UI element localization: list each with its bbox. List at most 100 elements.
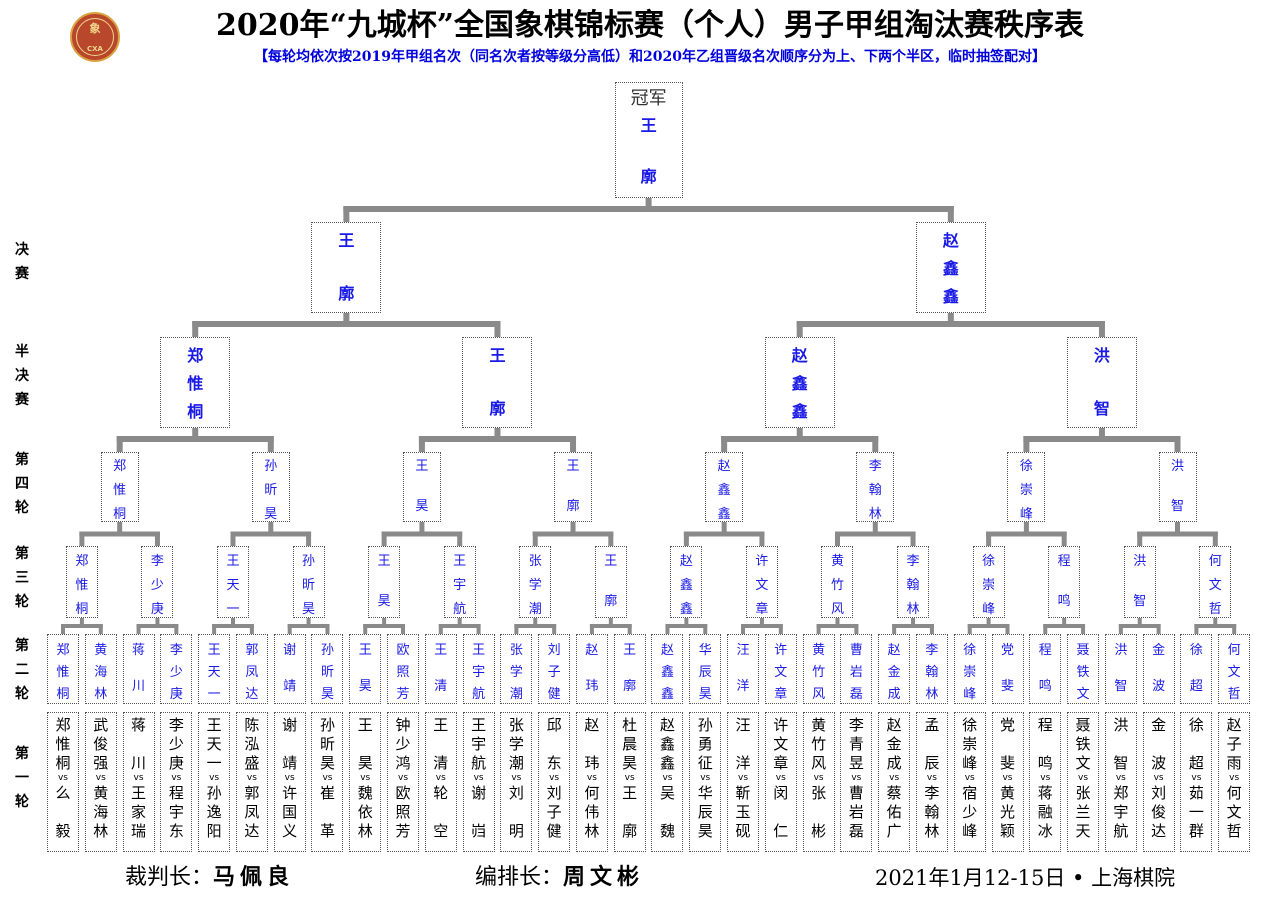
- name-char: 赵: [660, 643, 674, 658]
- round3-player: 李翰林: [897, 546, 930, 618]
- name-char: 李: [150, 554, 164, 569]
- round3-player: 王廓: [594, 546, 627, 618]
- player-name: 茹一群: [1181, 784, 1211, 841]
- name-char: 广: [886, 822, 902, 840]
- name-char: 郭: [245, 643, 259, 658]
- round2-player: 王天一: [198, 634, 231, 704]
- player-name: 赵鑫鑫: [917, 227, 985, 311]
- name-char: 昊: [622, 754, 638, 772]
- player-name: 蒋川: [124, 640, 154, 698]
- name-char: 李: [906, 554, 920, 569]
- name-char: 家: [131, 803, 147, 821]
- player-name: 何文哲: [1200, 550, 1230, 617]
- referee-name: 马佩良: [213, 864, 295, 890]
- player-name: 徐崇峰: [955, 716, 985, 773]
- player-name: 赵鑫鑫: [706, 455, 742, 521]
- player-name: 谢岿: [464, 784, 494, 841]
- vs-label: vs: [926, 773, 937, 783]
- round4-player: 洪智: [1158, 452, 1197, 522]
- round3-player: 孙昕昊: [292, 546, 325, 618]
- name-char: 宇: [168, 803, 184, 821]
- name-char: 王: [377, 554, 391, 569]
- name-char: 何: [1227, 643, 1241, 658]
- player-name: 程鸣: [1030, 716, 1060, 773]
- name-char: 昊: [358, 679, 372, 694]
- player-name: 陈泓盛: [237, 716, 267, 773]
- name-char: 孟: [924, 716, 940, 734]
- name-char: 廓: [566, 499, 580, 514]
- player-name: 张学潮: [520, 550, 550, 617]
- name-char: 玉: [735, 803, 751, 821]
- player-name: 王昊: [404, 455, 440, 519]
- player-name: 王清: [426, 716, 456, 773]
- player-name: 洪智: [1106, 716, 1136, 773]
- name-char: 逸: [206, 803, 222, 821]
- name-char: 李: [848, 716, 864, 734]
- name-char: 文: [755, 578, 769, 593]
- cxa-logo: 象 CXA: [70, 12, 120, 62]
- round-label-char: 四: [15, 476, 29, 492]
- name-char: 照: [395, 803, 411, 821]
- name-char: 杜: [622, 716, 638, 734]
- name-char: 峰: [962, 754, 978, 772]
- name-char: 鸣: [1037, 754, 1053, 772]
- name-char: 赵: [584, 716, 600, 734]
- round-label-char: 决: [15, 242, 29, 258]
- player-name: 王廓: [555, 455, 591, 519]
- name-char: 王: [471, 716, 487, 734]
- player-name: 谢靖: [275, 716, 305, 773]
- player-name: 党斐: [993, 640, 1023, 698]
- vs-label: vs: [662, 773, 673, 783]
- name-char: 昕: [319, 735, 335, 753]
- name-char: 林: [925, 687, 939, 702]
- player-name: 许国义: [275, 784, 305, 841]
- player-name: 王天一: [199, 716, 229, 773]
- name-char: 邱: [546, 716, 562, 734]
- name-char: 张: [1075, 784, 1091, 802]
- name-char: 磊: [848, 822, 864, 840]
- name-char: 照: [396, 665, 410, 680]
- name-char: 轮: [433, 784, 449, 802]
- player-name: 靳玉砚: [728, 784, 758, 841]
- referee-line: 裁判长：马佩良: [125, 862, 294, 893]
- name-char: 学: [508, 735, 524, 753]
- player-name: 杜晨昊: [615, 716, 645, 773]
- name-char: 林: [94, 687, 108, 702]
- name-char: 健: [546, 822, 562, 840]
- round-label-char: 赛: [15, 392, 29, 408]
- name-char: 孙: [264, 459, 278, 474]
- round2-player: 何文哲: [1218, 634, 1251, 704]
- name-char: 李: [169, 643, 183, 658]
- name-char: 风: [811, 754, 827, 772]
- name-char: 郑: [75, 554, 89, 569]
- name-char: 宇: [472, 665, 486, 680]
- name-char: 勇: [697, 735, 713, 753]
- player-name: 邱东: [539, 716, 569, 773]
- name-char: 学: [509, 665, 523, 680]
- name-char: 航: [1113, 822, 1129, 840]
- name-char: 翰: [924, 803, 940, 821]
- name-char: 宇: [471, 735, 487, 753]
- name-char: 伟: [584, 803, 600, 821]
- name-char: 航: [471, 754, 487, 772]
- player-name: 洪智: [1068, 342, 1136, 423]
- player-name: 王廓: [312, 227, 380, 308]
- name-char: 健: [547, 687, 561, 702]
- name-char: 谢: [283, 643, 297, 658]
- name-char: 党: [999, 716, 1015, 734]
- round2-player: 党斐: [991, 634, 1024, 704]
- name-char: 章: [773, 754, 789, 772]
- player-name: 王天一: [218, 550, 248, 617]
- vs-label: vs: [95, 773, 106, 783]
- player-name: 何文哲: [1219, 784, 1249, 841]
- name-char: 华: [697, 784, 713, 802]
- name-char: 谢: [471, 784, 487, 802]
- name-char: 林: [357, 822, 373, 840]
- player-name: 王廓: [615, 640, 645, 698]
- round3-player: 郑惟桐: [65, 546, 98, 618]
- round3-player: 洪智: [1123, 546, 1156, 618]
